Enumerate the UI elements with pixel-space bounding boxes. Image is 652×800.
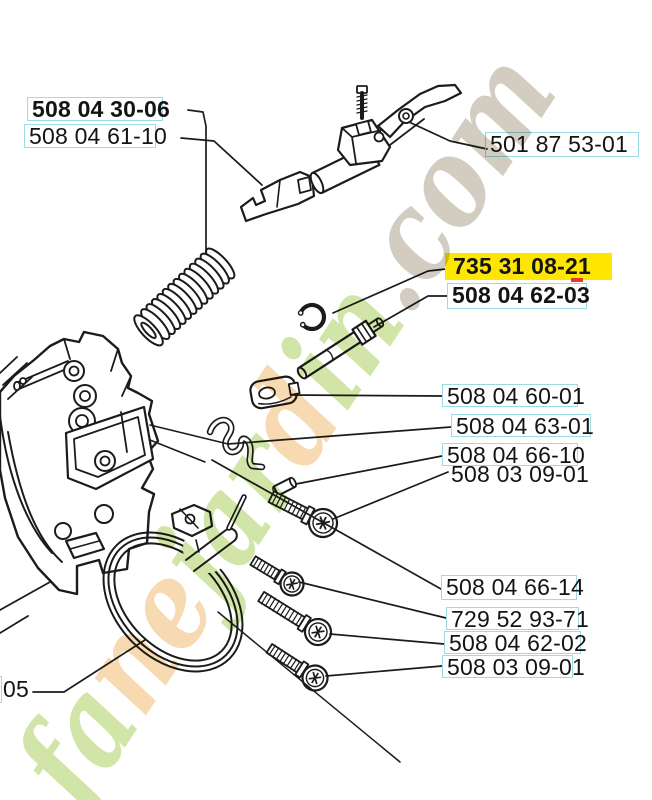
- link-box: [0, 676, 2, 703]
- link-box: [442, 384, 578, 407]
- part-label-729-52-93-71[interactable]: 729 52 93-71: [446, 607, 589, 632]
- part-label-508-04-63-01[interactable]: 508 04 63-01: [451, 414, 594, 439]
- part-label-508-04-62-02[interactable]: 508 04 62-02: [444, 631, 587, 656]
- circlip-drawing: [297, 302, 327, 332]
- leader-lines: [32, 109, 488, 693]
- highlight-box: [445, 253, 612, 280]
- link-box: [24, 124, 156, 148]
- part-label-508-04-61-10[interactable]: 508 04 61-10: [24, 124, 167, 149]
- screw-drawing-2: [249, 555, 305, 597]
- part-label-cutoff-05[interactable]: 05: [0, 676, 29, 703]
- lever-assembly-drawing: [309, 83, 463, 195]
- red-marker: [571, 278, 583, 282]
- screw-drawing-4: [265, 643, 329, 692]
- rod-drawing: [296, 317, 385, 380]
- part-label-735-31-08-21[interactable]: 735 31 08-21: [445, 253, 612, 280]
- screw-drawing-1: [267, 490, 339, 539]
- part-label-508-03-09-01-bottom[interactable]: 508 03 09-01: [442, 655, 585, 680]
- screw-drawing-3: [257, 590, 333, 647]
- link-box: [451, 414, 591, 437]
- spring-drawing: [133, 247, 236, 347]
- link-box: [485, 132, 639, 157]
- crankcase-drawing: [0, 330, 160, 634]
- reference-lines: [149, 424, 401, 763]
- part-label-508-04-66-14[interactable]: 508 04 66-14: [441, 575, 584, 600]
- link-box: [27, 97, 163, 121]
- clip-spring-drawing: [206, 416, 266, 471]
- link-box: [442, 443, 578, 466]
- link-box: [442, 655, 573, 678]
- brake-band-drawing: [102, 494, 247, 673]
- part-label-508-03-09-01-top: 508 03 09-01: [451, 461, 589, 487]
- part-label-508-04-62-03[interactable]: 508 04 62-03: [447, 283, 590, 309]
- part-label-508-04-30-06[interactable]: 508 04 30-06: [27, 97, 170, 122]
- link-box: [446, 607, 579, 630]
- link-box: [441, 575, 577, 600]
- link-box: [447, 283, 587, 309]
- plate-drawing: [249, 375, 301, 410]
- part-label-508-04-60-01[interactable]: 508 04 60-01: [442, 384, 585, 409]
- part-label-501-87-53-01[interactable]: 501 87 53-01: [485, 132, 639, 157]
- bracket-drawing: [239, 170, 316, 223]
- part-label-508-04-66-10[interactable]: 508 04 66-10: [442, 443, 585, 468]
- link-box: [444, 631, 581, 654]
